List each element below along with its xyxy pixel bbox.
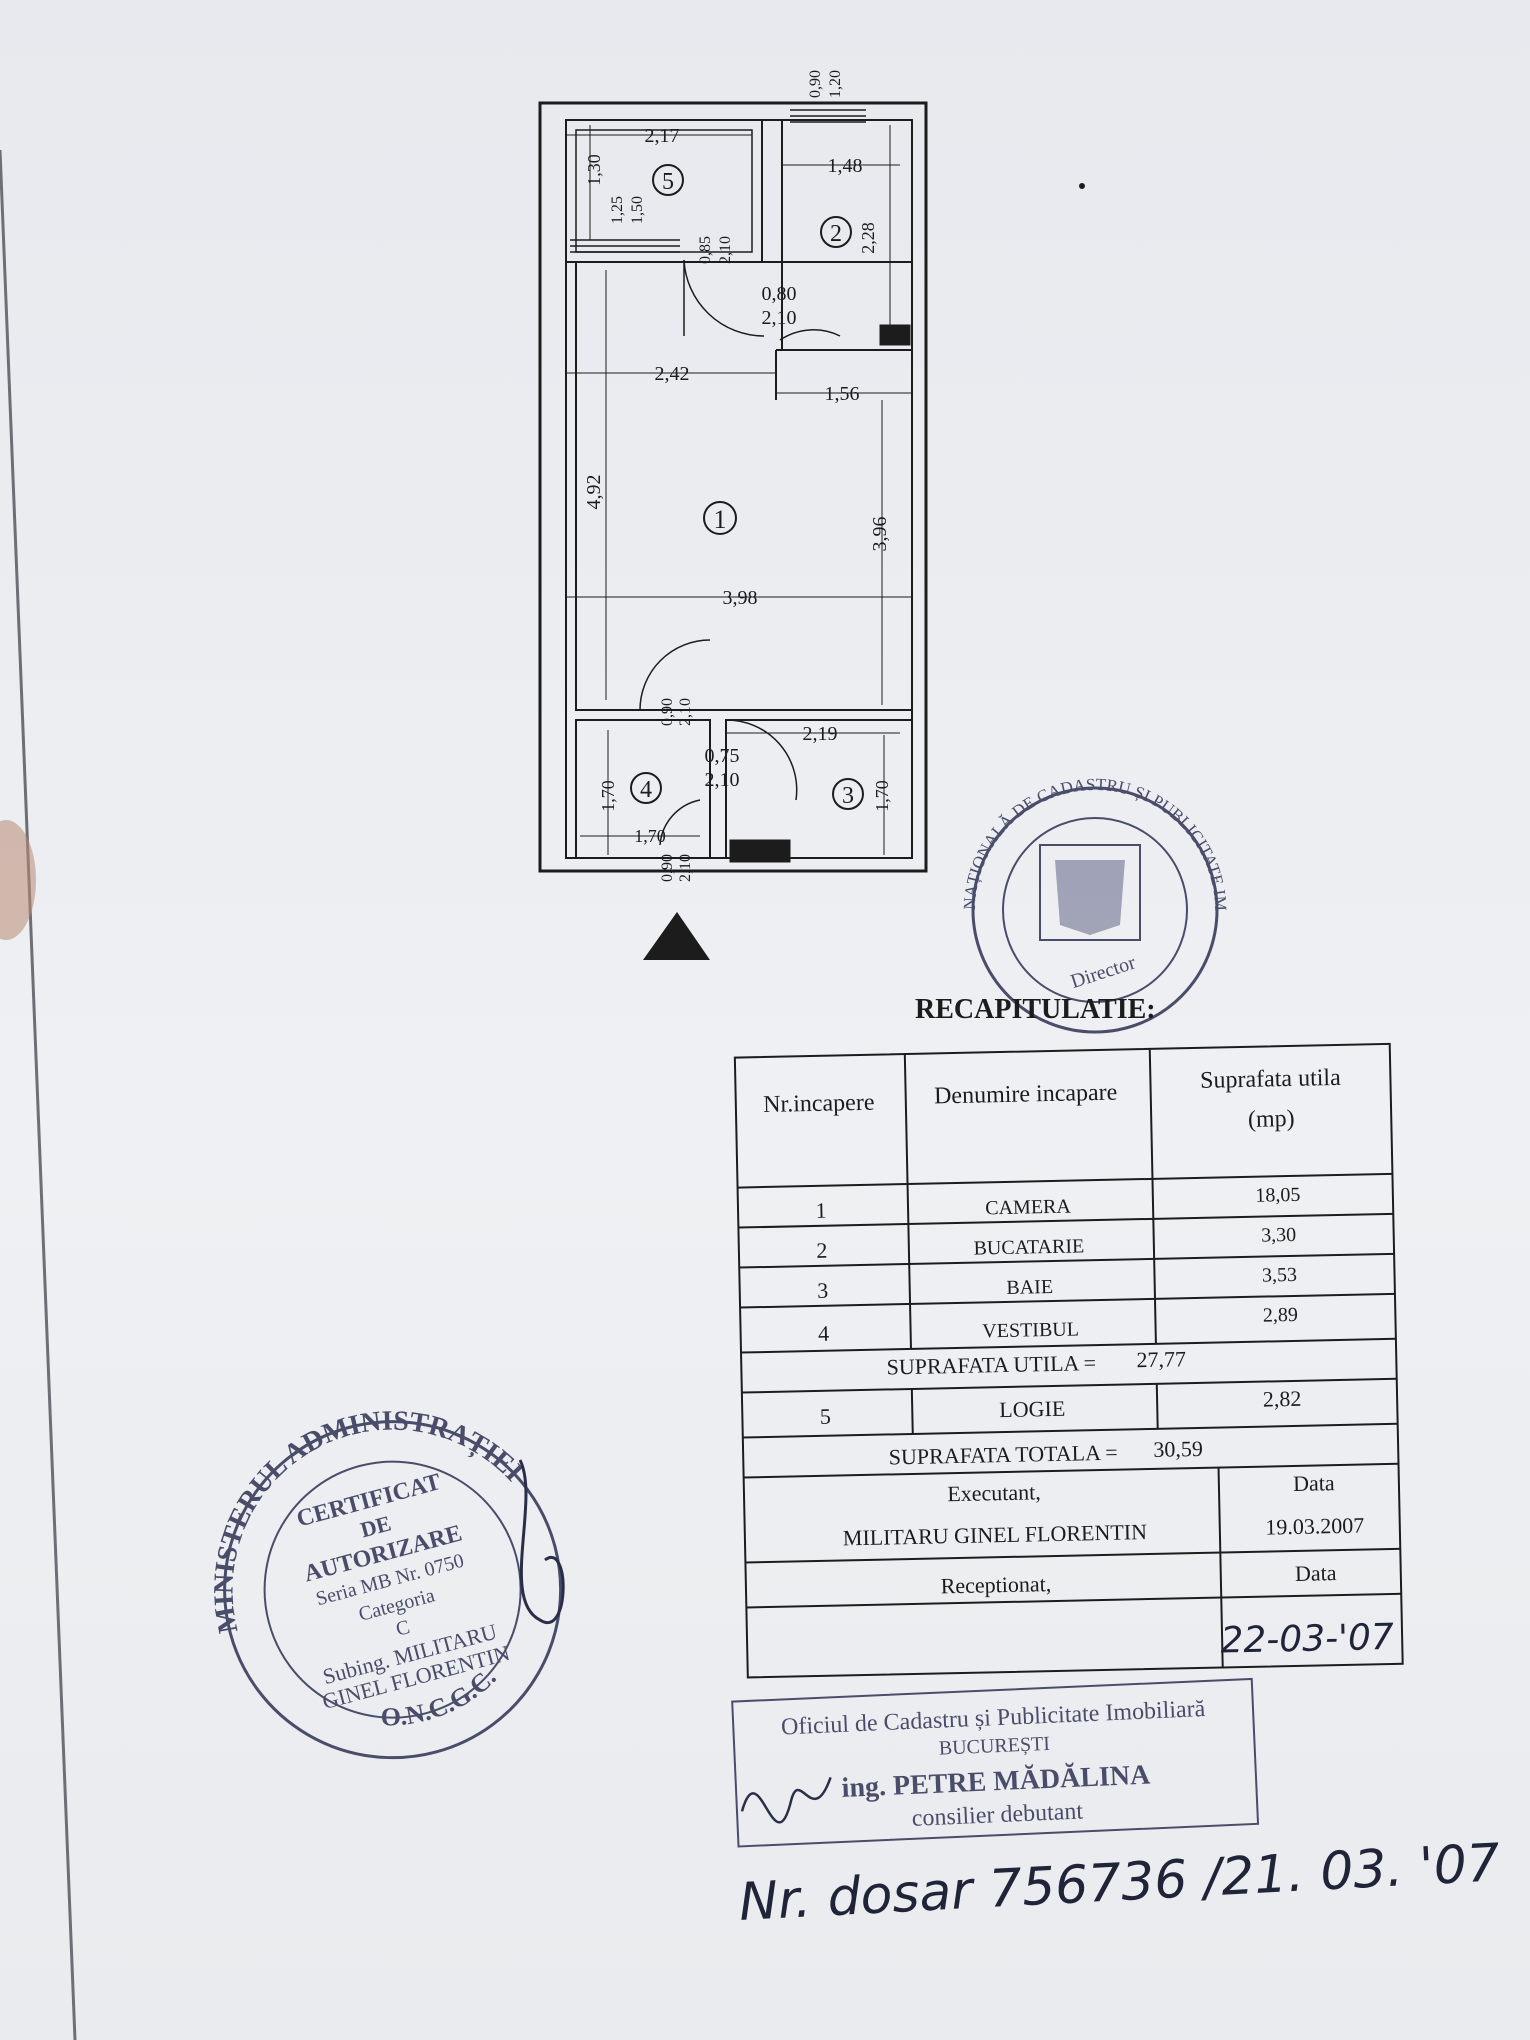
header-unit: (mp) [1248,1106,1295,1133]
room-number-3: 3 [842,783,854,809]
dim-label: 2,10 [705,769,740,791]
dim-label: 0,80 [762,283,797,305]
row-nr: 3 [817,1278,829,1303]
row-nr: 5 [820,1404,832,1429]
row-name: BUCATARIE [973,1235,1084,1259]
dim-label: 1,48 [828,155,863,177]
dim-label: 3,98 [723,587,758,609]
dim-label: 0,85 [697,236,714,264]
row-name: VESTIBUL [982,1318,1079,1342]
header-area: Suprafata utila [1200,1065,1341,1094]
stamp-ring-text: NAȚIONALĂ DE CADASTRU ȘI PUBLICITATE IMO… [0,0,1230,911]
row-name: LOGIE [999,1396,1065,1422]
dim-label: 2,28 [858,222,878,254]
header-name: Denumire incapare [934,1080,1118,1110]
svg-text:Oficiul de Cadastru și Publici: Oficiul de Cadastru și Publicitate Imobi… [781,1696,1207,1741]
recap-table-grid [733,1042,1404,1679]
dim-label: 2,10 [677,854,694,882]
executant-date: 19.03.2007 [1265,1513,1365,1540]
dim-label: 1,70 [598,780,618,812]
row-area: 2,82 [1263,1386,1302,1412]
dim-label: 3,96 [869,517,891,552]
row-area: 2,89 [1263,1304,1298,1327]
svg-text:ing. PETRE MĂDĂLINA: ing. PETRE MĂDĂLINA [841,1759,1152,1803]
finger-shadow [0,820,36,940]
row-area: 3,30 [1261,1224,1296,1247]
signature [740,1776,832,1824]
room-number-5: 5 [662,169,674,195]
signature [518,1459,565,1625]
util-value: 27,77 [1136,1346,1186,1372]
svg-text:consilier debutant: consilier debutant [911,1798,1084,1831]
ancpi-round-stamp: NAȚIONALĂ DE CADASTRU ȘI PUBLICITATE IMO… [0,0,1230,1034]
dim-label: 1,25 [609,196,626,224]
row-name: CAMERA [985,1196,1072,1220]
dim-label: 1,70 [634,826,666,846]
svg-text:C: C [394,1616,413,1641]
floor-plan: 5 2 1 4 3 2,17 1,48 1,30 1,25 1,50 0,85 … [538,70,1085,960]
header-nr: Nr.incapere [763,1090,875,1118]
util-label: SUPRAFATA UTILA = [886,1350,1096,1379]
row-area: 3,53 [1262,1264,1297,1287]
row-name: BAIE [1006,1276,1053,1299]
dim-label: 4,92 [583,475,605,510]
total-value: 30,59 [1153,1436,1203,1462]
dim-label: 0,75 [705,745,740,767]
dim-label: 1,70 [872,780,892,812]
room-number-2: 2 [830,221,842,247]
row-nr: 4 [818,1321,830,1346]
executant-name: MILITARU GINEL FLORENTIN [843,1519,1148,1550]
stamp-director: Director [1068,951,1138,993]
dim-label: 1,20 [827,70,844,98]
recap-title: RECAPITULATIE: [915,994,1156,1025]
north-arrow-icon [643,912,710,960]
dim-label: 2,10 [762,307,797,329]
coat-of-arms-icon [1039,844,1141,941]
dim-label: 0,90 [659,854,676,882]
receptionat-label: Receptionat, [940,1571,1051,1598]
receptionat-date: 22-03-'07 [1220,1617,1394,1662]
svg-text:BUCUREȘTI: BUCUREȘTI [938,1733,1050,1760]
dim-label: 2,19 [803,723,838,745]
dim-label: 1,56 [825,383,860,405]
dim-label: 2,42 [655,363,690,385]
authorization-round-stamp: MINISTERUL ADMINISTRAȚIEI O.N.C.G.C. CER… [167,1369,563,1760]
data-label: Data [1293,1470,1335,1496]
row-nr: 1 [815,1198,827,1223]
ocpi-stamp: Oficiul de Cadastru și Publicitate Imobi… [731,1677,1260,1848]
dim-label: 2,10 [677,698,694,726]
dim-label: 2,10 [717,236,734,264]
handwritten-dossier-number: Nr. dosar 756736 /21. 03. '07 [738,1833,1502,1933]
dim-label: 1,50 [629,196,646,224]
data-label: Data [1295,1560,1337,1586]
total-label: SUPRAFATA TOTALA = [889,1440,1118,1470]
dim-label: 0,90 [659,698,676,726]
dim-label: 2,17 [645,125,680,147]
room-number-1: 1 [714,505,727,534]
dim-label: 1,30 [584,154,604,186]
dim-label: 0,90 [807,70,824,98]
row-nr: 2 [816,1238,828,1263]
room-number-4: 4 [640,777,652,803]
executant-label: Executant, [947,1479,1041,1506]
row-area: 18,05 [1255,1184,1300,1207]
